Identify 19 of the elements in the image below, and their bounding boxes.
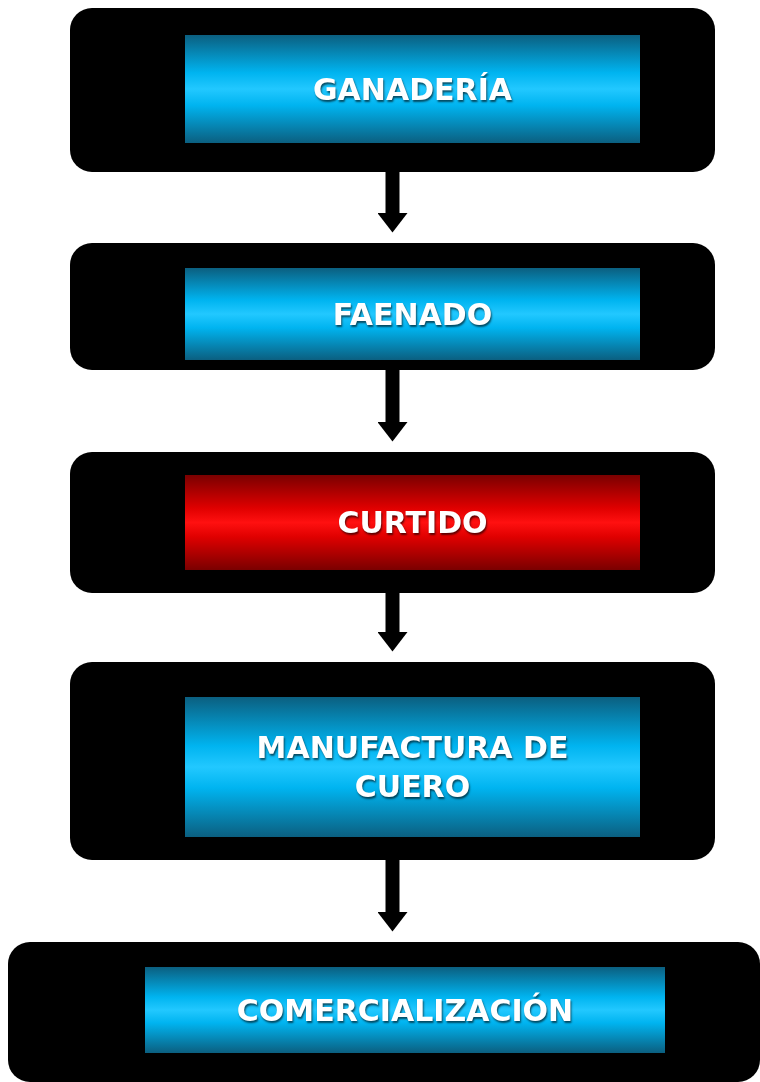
stage-panel bbox=[70, 243, 715, 370]
process-box bbox=[185, 268, 640, 360]
arrow bbox=[377, 593, 408, 652]
stage-panel bbox=[8, 942, 760, 1082]
stage-label: COMERCIALIZACIÓN bbox=[236, 991, 574, 1030]
stage-panel bbox=[70, 662, 715, 860]
process-box bbox=[145, 967, 665, 1053]
stage-label: CURTIDO bbox=[337, 504, 488, 542]
stage-label: MANUFACTURA DE CUERO bbox=[255, 729, 570, 806]
process-box bbox=[185, 697, 640, 837]
process-box bbox=[185, 475, 640, 570]
stage-panel bbox=[70, 8, 715, 172]
stage-label: FAENADO bbox=[332, 295, 493, 334]
process-box bbox=[185, 35, 640, 143]
stage-panel bbox=[70, 452, 715, 593]
arrow bbox=[377, 172, 408, 233]
arrow bbox=[377, 370, 408, 442]
arrow bbox=[377, 860, 408, 932]
stage-label: GANADERÍA bbox=[312, 70, 512, 109]
